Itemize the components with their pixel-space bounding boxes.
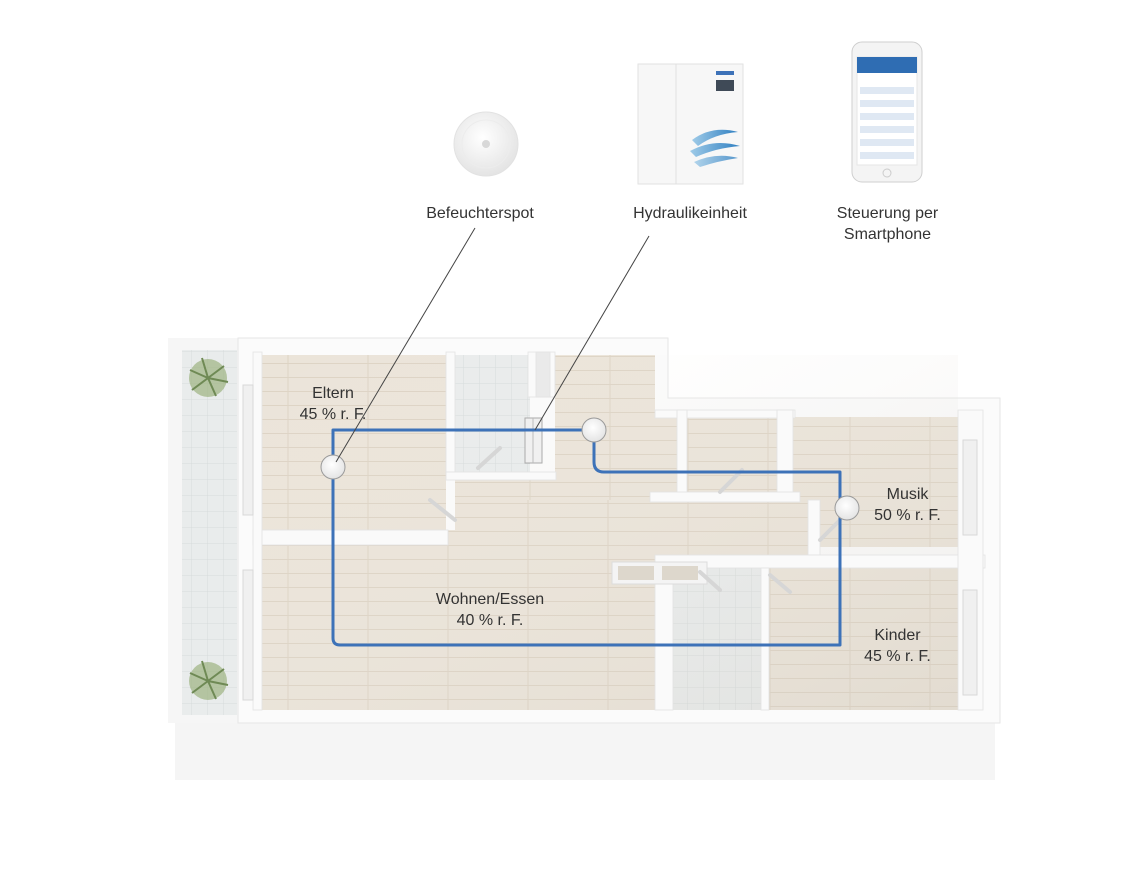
hydraulic-unit-icon (637, 63, 744, 185)
room-humidity: 45 % r. F. (299, 406, 367, 423)
room-name: Eltern (312, 385, 354, 402)
room-floors (262, 355, 960, 710)
smartphone-label-line2: Smartphone (843, 226, 932, 243)
leader-line-hydro (534, 235, 650, 431)
humidifier-spot-marker (320, 454, 346, 480)
room-humidity: 50 % r. F. (874, 507, 941, 524)
windows (242, 384, 978, 701)
humidifier-spot-label: Befeuchterspot (410, 203, 550, 224)
room-label-musik: Musik 50 % r. F. (860, 484, 955, 526)
humidifier-spot-label-text: Befeuchterspot (426, 205, 534, 222)
smartphone-label-line1: Steuerung per (836, 205, 939, 222)
hydraulic-unit-marker (524, 417, 543, 464)
smartphone-icon (851, 41, 923, 183)
room-humidity: 45 % r. F. (864, 648, 931, 665)
building-shadow (175, 720, 995, 780)
interior-walls (252, 351, 986, 711)
room-label-wohnen-essen: Wohnen/Essen 40 % r. F. (415, 589, 565, 631)
shelf-unit (611, 561, 708, 585)
door-swings (428, 446, 842, 594)
hydraulic-unit-label-text: Hydraulikeinheit (633, 205, 747, 222)
humidifier-spot-marker (834, 495, 860, 521)
humidifier-spot-icon (453, 111, 519, 177)
room-humidity: 40 % r. F. (456, 612, 524, 629)
plant-icon (189, 357, 229, 397)
plant-icon (189, 660, 229, 700)
room-name: Wohnen/Essen (435, 591, 545, 608)
humidifier-pipe-loop (331, 428, 842, 647)
room-name: Musik (886, 486, 929, 503)
humidifier-spot-marker (581, 417, 607, 443)
hydraulic-unit-label: Hydraulikeinheit (610, 203, 770, 224)
room-label-eltern: Eltern 45 % r. F. (288, 383, 378, 425)
room-name: Kinder (874, 627, 921, 644)
leader-line-spot (335, 227, 476, 463)
room-label-kinder: Kinder 45 % r. F. (850, 625, 945, 667)
smartphone-label: Steuerung per Smartphone (815, 203, 960, 245)
terrace (168, 338, 240, 723)
